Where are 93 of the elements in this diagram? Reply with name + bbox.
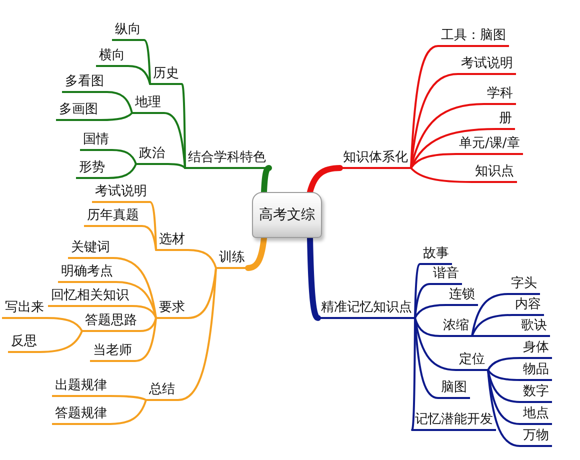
branch-label: 地理 [132, 95, 164, 114]
branch-label: 谐音 [430, 266, 462, 285]
branch-label: 定位 [456, 352, 488, 371]
branch-line [107, 163, 137, 179]
branch-line [410, 167, 473, 183]
branch-label: 内容 [512, 297, 544, 316]
branch-line [471, 293, 509, 337]
branch-label: 写出来 [2, 300, 47, 319]
branch-label: 精准记忆知识点 [318, 300, 415, 319]
branch-line [139, 317, 157, 332]
branch-line [414, 317, 441, 337]
branch-line [414, 283, 431, 319]
branch-label: 考试说明 [458, 56, 516, 75]
branch-line [167, 163, 186, 169]
branch-line [487, 357, 521, 371]
branch-label: 结合学科特色 [185, 150, 269, 169]
branch-label: 形势 [76, 160, 108, 179]
branch-line [163, 112, 186, 169]
branch-line [410, 153, 457, 169]
branch-line [143, 39, 151, 85]
branch-label: 多画图 [56, 102, 101, 121]
branch-line [307, 235, 321, 321]
branch-line [134, 317, 157, 362]
branch-line [149, 201, 157, 251]
branch-line [487, 369, 521, 447]
branch-label: 记忆潜能开发 [412, 412, 496, 431]
branch-label: 数字 [520, 384, 552, 403]
branch-line [131, 305, 157, 319]
branch-label: 脑图 [438, 380, 470, 399]
branch-label: 册 [496, 111, 515, 130]
branch-label: 单元/课/章 [456, 136, 523, 155]
branch-line [109, 395, 147, 401]
branch-label: 答题思路 [82, 313, 140, 332]
branch-label: 知识点 [472, 164, 517, 183]
branch-line [111, 149, 137, 165]
branch-label: 训练 [216, 250, 248, 269]
branch-line [411, 317, 416, 431]
branch-line [106, 91, 133, 114]
branch-label: 横向 [96, 48, 128, 67]
branch-label: 地点 [520, 406, 552, 425]
branch-line [127, 65, 151, 85]
branch-line [46, 317, 83, 332]
branch-line [187, 267, 217, 319]
branch-label: 选材 [156, 232, 188, 251]
branch-label: 答题规律 [52, 406, 110, 425]
branch-label: 纵向 [112, 22, 144, 41]
branch-label: 回忆相关知识 [48, 288, 132, 307]
branch-label: 身体 [520, 340, 552, 359]
branch-line [115, 281, 157, 319]
branch-label: 浓缩 [440, 318, 472, 337]
branch-line [487, 369, 521, 381]
branch-line [410, 128, 497, 169]
branch-label: 万物 [520, 428, 552, 447]
branch-line [141, 225, 157, 251]
branch-label: 反思 [8, 334, 40, 353]
branch-line [112, 257, 157, 319]
branch-line [245, 235, 267, 271]
branch-label: 明确考点 [58, 264, 116, 283]
branch-label: 关键词 [68, 240, 113, 259]
branch-label: 工具：脑图 [438, 28, 509, 47]
branch-line [307, 165, 343, 195]
branch-label: 历年真题 [84, 208, 142, 227]
branch-line [414, 317, 457, 371]
branch-line [109, 399, 147, 425]
branch-line [487, 369, 521, 403]
branch-line [410, 73, 459, 169]
branch-line [261, 165, 272, 195]
branch-line [100, 112, 133, 121]
branch-line [471, 335, 519, 337]
branch-label: 出题规律 [52, 378, 110, 397]
branch-label: 连锁 [446, 287, 478, 306]
branch-label: 歌诀 [518, 318, 550, 337]
branch-label: 总结 [146, 382, 178, 401]
branch-line [414, 304, 447, 319]
branch-line [187, 249, 217, 269]
branch-line [181, 83, 186, 169]
book-topic-box: 高考文综 [252, 192, 322, 238]
branch-line [177, 267, 217, 401]
branch-label: 历史 [150, 66, 182, 85]
branch-label: 多看图 [62, 74, 107, 93]
branch-label: 国情 [80, 132, 112, 151]
branch-label: 物品 [520, 362, 552, 381]
branch-label: 字头 [508, 276, 540, 295]
branch-line [39, 330, 83, 353]
branch-line [471, 314, 513, 337]
branch-line [487, 369, 521, 425]
branch-label: 故事 [420, 246, 452, 265]
branch-label: 学科 [484, 86, 516, 105]
branch-label: 考试说明 [92, 184, 150, 203]
branch-label: 政治 [136, 146, 168, 165]
branch-label: 要求 [156, 300, 188, 319]
branch-label: 当老师 [90, 343, 135, 362]
branch-label: 知识体系化 [340, 150, 411, 169]
